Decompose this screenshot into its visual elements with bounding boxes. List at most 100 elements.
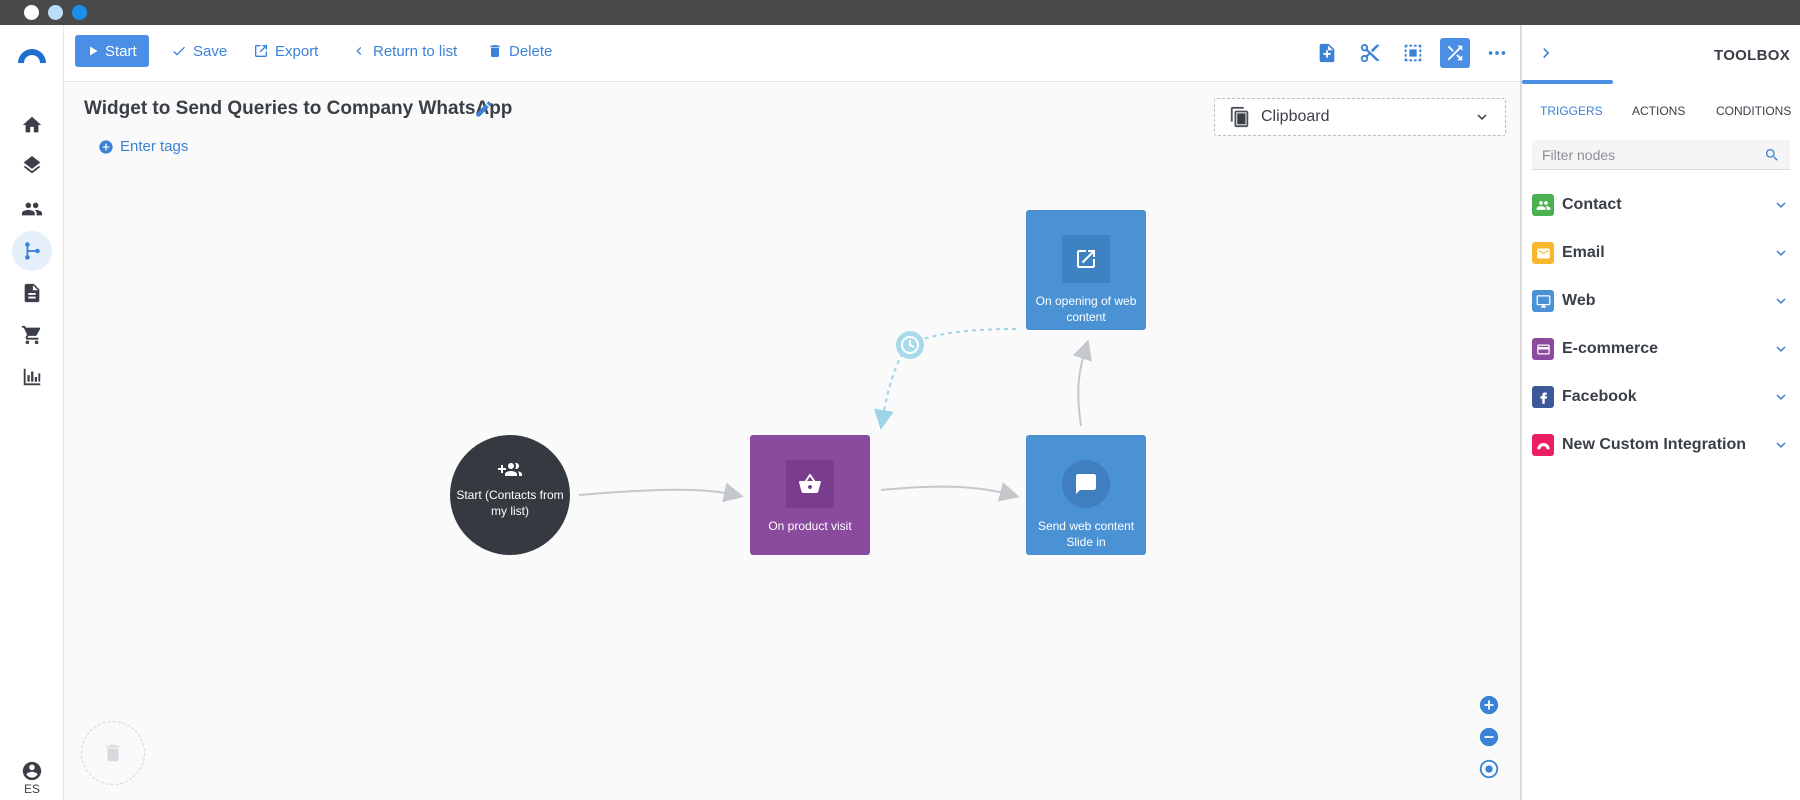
check-icon bbox=[173, 46, 185, 56]
flow-title: Widget to Send Queries to Company WhatsA… bbox=[84, 98, 513, 119]
export-button-label: Export bbox=[275, 42, 319, 60]
category-label: Email bbox=[1562, 244, 1605, 261]
search-icon[interactable] bbox=[1764, 147, 1780, 163]
editor-toolbar: Start Save Export Return to list Delete bbox=[64, 25, 1520, 82]
node-web-content-open[interactable]: On opening of web content bbox=[1026, 210, 1146, 330]
center-view-button[interactable] bbox=[1478, 758, 1500, 780]
cut-button[interactable] bbox=[1355, 38, 1385, 68]
zoom-in-icon bbox=[1479, 695, 1499, 715]
save-button-label: Save bbox=[193, 42, 228, 60]
zoom-out-icon bbox=[1479, 727, 1499, 747]
enter-tags-button[interactable]: Enter tags bbox=[98, 138, 188, 155]
left-navigation: ES bbox=[0, 25, 64, 800]
clipboard-icon bbox=[1230, 106, 1249, 128]
nav-ecommerce[interactable] bbox=[12, 315, 52, 355]
flow-branch-icon bbox=[25, 242, 40, 260]
category-label: New Custom Integration bbox=[1562, 436, 1747, 453]
node-start-icon-box bbox=[486, 453, 534, 487]
flow-canvas[interactable]: Widget to Send Queries to Company WhatsA… bbox=[64, 82, 1520, 800]
chevron-down-icon bbox=[1776, 250, 1786, 256]
node-send-web-content[interactable]: Send web content Slide in bbox=[1026, 435, 1146, 555]
chat-bubble-icon bbox=[1076, 474, 1096, 494]
more-options-button[interactable] bbox=[1482, 38, 1512, 68]
edge-send-to-webopen bbox=[1072, 339, 1092, 427]
return-to-list-button[interactable]: Return to list bbox=[351, 35, 457, 67]
return-button-label: Return to list bbox=[373, 42, 458, 60]
more-horizontal-icon bbox=[1488, 51, 1506, 55]
tab-triggers[interactable]: TRIGGERS bbox=[1540, 104, 1603, 118]
zoom-in-button[interactable] bbox=[1478, 694, 1500, 716]
add-circle-icon bbox=[99, 139, 113, 154]
app-logo-icon[interactable] bbox=[16, 43, 48, 63]
tab-actions[interactable]: ACTIONS bbox=[1632, 104, 1686, 118]
collapse-toolbox-icon[interactable] bbox=[1536, 43, 1556, 63]
node-start-label: Start (Contacts from my list) bbox=[456, 488, 564, 518]
chevron-down-icon bbox=[1776, 298, 1786, 304]
enter-tags-label: Enter tags bbox=[120, 138, 189, 155]
add-group-icon bbox=[498, 463, 522, 476]
category-new-custom-integration[interactable]: New Custom Integration bbox=[1532, 430, 1790, 460]
auto-layout-button[interactable] bbox=[1440, 38, 1470, 68]
window-dot-lightblue[interactable] bbox=[48, 5, 63, 20]
filter-nodes-input[interactable] bbox=[1542, 146, 1764, 163]
scissors-icon bbox=[1360, 44, 1380, 63]
node-product-visit[interactable]: On product visit bbox=[750, 435, 870, 555]
zoom-out-button[interactable] bbox=[1478, 726, 1500, 748]
select-area-icon bbox=[1404, 44, 1422, 62]
clipboard-label: Clipboard bbox=[1261, 108, 1330, 125]
window-dot-white[interactable] bbox=[24, 5, 39, 20]
clipboard-dropdown[interactable]: Clipboard bbox=[1214, 98, 1506, 136]
export-button[interactable]: Export bbox=[253, 35, 318, 67]
nav-reports[interactable] bbox=[12, 357, 52, 397]
monitor-icon bbox=[1532, 290, 1554, 312]
nav-home[interactable] bbox=[12, 105, 52, 145]
drop-to-delete-zone[interactable] bbox=[81, 721, 145, 785]
start-button-label: Start bbox=[105, 42, 137, 60]
user-account-icon[interactable] bbox=[21, 760, 43, 782]
toolbox-tabs: TRIGGERS ACTIONS CONDITIONS bbox=[1522, 82, 1800, 136]
category-label: Web bbox=[1562, 292, 1596, 309]
export-icon bbox=[255, 45, 267, 57]
node-product-label: On product visit bbox=[768, 519, 852, 533]
nav-contacts[interactable] bbox=[12, 189, 52, 229]
toolbox-title: TOOLBOX bbox=[1714, 47, 1790, 64]
node-sendweb-label: Send web content Slide in bbox=[1037, 519, 1135, 549]
select-area-button[interactable] bbox=[1398, 38, 1428, 68]
chevron-down-icon bbox=[1776, 202, 1786, 208]
language-selector[interactable]: ES bbox=[23, 782, 40, 796]
trash-icon bbox=[490, 45, 500, 57]
category-email[interactable]: Email bbox=[1532, 238, 1790, 268]
nav-documents[interactable] bbox=[12, 273, 52, 313]
integration-icon bbox=[1532, 434, 1554, 456]
people-icon bbox=[1532, 194, 1554, 216]
delete-button-label: Delete bbox=[509, 42, 553, 60]
shuffle-icon bbox=[1447, 45, 1463, 61]
window-dot-blue[interactable] bbox=[72, 5, 87, 20]
layers-icon bbox=[23, 156, 41, 174]
category-web[interactable]: Web bbox=[1532, 286, 1790, 316]
category-contact[interactable]: Contact bbox=[1532, 190, 1790, 220]
target-icon bbox=[1479, 759, 1499, 779]
save-button[interactable]: Save bbox=[171, 35, 227, 67]
node-webopen-label: On opening of web content bbox=[1035, 294, 1137, 324]
nav-layers[interactable] bbox=[12, 147, 52, 187]
add-document-icon bbox=[1319, 43, 1335, 63]
home-icon bbox=[22, 116, 42, 133]
window-titlebar bbox=[0, 0, 1800, 25]
chevron-down-icon bbox=[1776, 394, 1786, 400]
nav-automation[interactable] bbox=[12, 231, 52, 271]
tab-conditions[interactable]: CONDITIONS bbox=[1716, 104, 1792, 118]
open-external-icon bbox=[1077, 250, 1095, 268]
node-start[interactable]: Start (Contacts from my list) bbox=[450, 435, 570, 555]
delete-button[interactable]: Delete bbox=[487, 35, 552, 67]
pencil-icon[interactable] bbox=[474, 99, 494, 119]
envelope-icon bbox=[1532, 242, 1554, 264]
category-ecommerce[interactable]: E-commerce bbox=[1532, 334, 1790, 364]
start-button[interactable]: Start bbox=[75, 35, 149, 67]
add-document-button[interactable] bbox=[1312, 38, 1342, 68]
play-icon bbox=[90, 46, 98, 56]
active-tab-indicator bbox=[1522, 80, 1613, 84]
chevron-down-icon bbox=[1776, 346, 1786, 352]
category-facebook[interactable]: Facebook bbox=[1532, 382, 1790, 412]
category-label: Contact bbox=[1562, 196, 1622, 213]
